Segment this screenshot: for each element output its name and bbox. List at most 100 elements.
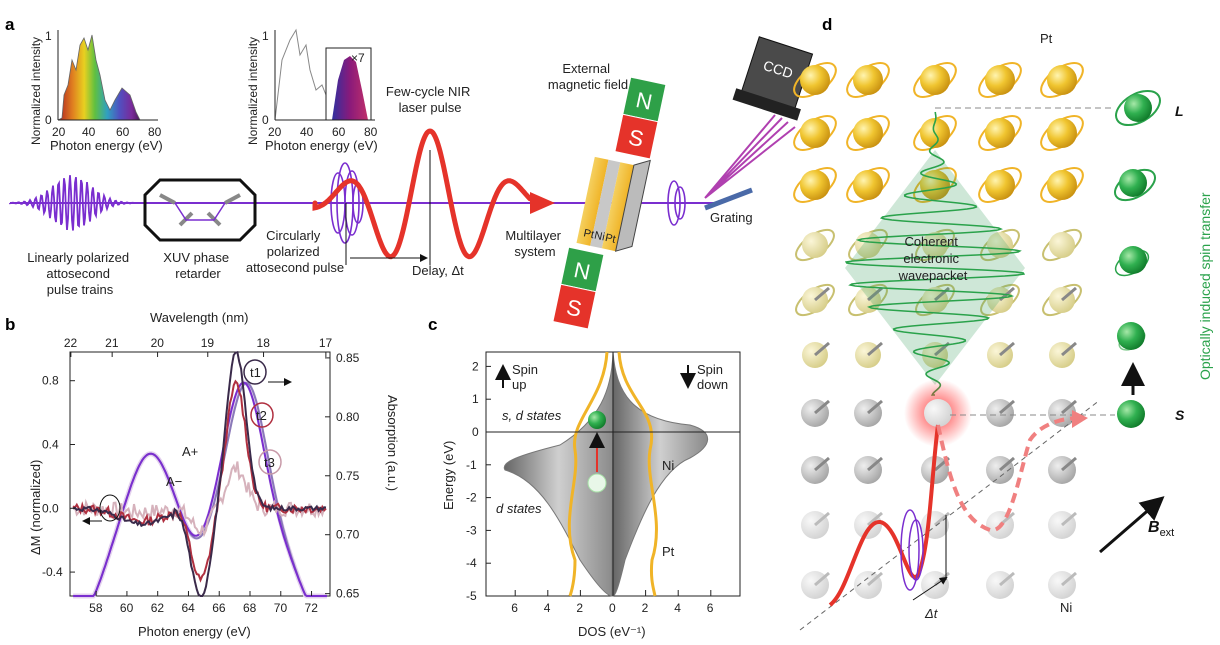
atom	[853, 170, 883, 200]
panel-c-xlabel: DOS (eV⁻¹)	[578, 624, 646, 639]
s2-xtick-40: 40	[300, 125, 314, 139]
nir-label: Few-cycle NIR laser pulse	[386, 84, 474, 115]
grating	[704, 187, 753, 211]
green-ball-3	[1119, 246, 1147, 274]
pt-label: Pt	[662, 544, 675, 559]
absorption-envelope	[73, 380, 327, 599]
atom	[853, 65, 883, 95]
spectrum-2-inset-fill	[332, 56, 368, 120]
atom	[802, 232, 828, 258]
dt-arrow	[912, 576, 948, 601]
c-ytick-label: -5	[466, 589, 477, 603]
b-xtick-label: 62	[151, 601, 165, 615]
c-xtick-label: 2	[642, 601, 649, 615]
spin-arrow	[999, 399, 1015, 415]
panel-b-curves	[72, 350, 327, 599]
b-xtick-label: 58	[89, 601, 103, 615]
b-ytick-right-label: 0.85	[336, 351, 360, 365]
atom	[985, 118, 1015, 148]
panel-d: Coherent electronic wavepacket Δt Pt Ni …	[793, 31, 1213, 631]
dt-label: Δt	[924, 606, 939, 621]
spin-arrow	[867, 341, 883, 357]
s2-ytick-1: 1	[262, 29, 269, 43]
legend-t1: t1	[250, 365, 261, 380]
b-ytick-right-label: 0.80	[336, 410, 360, 424]
d-states-label: d states	[496, 501, 542, 516]
inset-scale-label: ×7	[351, 51, 365, 65]
s1-xtick-80: 80	[148, 125, 162, 139]
nir-field-path	[828, 424, 940, 607]
orbit-L	[1115, 89, 1161, 127]
multilayer-label: Multilayer system	[505, 228, 564, 259]
retarder-mirror-1	[159, 193, 176, 205]
legend-aminus: A−	[166, 474, 182, 489]
green-ball-1	[1124, 94, 1152, 122]
green-ball-4	[1117, 322, 1145, 350]
panel-b-top-xlabel: Wavelength (nm)	[150, 310, 249, 325]
magnet-top-n: N	[634, 87, 655, 115]
panel-label-b: b	[5, 315, 15, 334]
b-xtick-label: 64	[181, 601, 195, 615]
spin-arrow	[1061, 511, 1077, 527]
b-ytick-right-label: 0.70	[336, 528, 360, 542]
b-xtick-label: 68	[243, 601, 257, 615]
b-xtick-label: 72	[305, 601, 319, 615]
b-ytick-label: 0.8	[42, 374, 59, 388]
c-xtick-label: 4	[674, 601, 681, 615]
b-ytick-label: 0.4	[42, 437, 59, 451]
s1-xlabel: Photon energy (eV)	[50, 138, 163, 153]
b-xtick-label: 60	[120, 601, 134, 615]
c-ytick-label: -2	[466, 491, 477, 505]
d-helix	[900, 509, 920, 591]
s1-ytick-1: 1	[45, 29, 52, 43]
legend-aplus: A+	[182, 444, 198, 459]
spin-arrow	[814, 399, 830, 415]
legend-t3-circle	[258, 449, 282, 475]
layer-ni: Ni	[593, 230, 606, 244]
panel-label-c: c	[428, 315, 437, 334]
c-ytick-label: 1	[472, 392, 479, 406]
panel-label-a: a	[5, 15, 15, 34]
bext-label: Bext	[1148, 519, 1174, 539]
spectrum-inset-1: 1 0 20 40 60 80 Normalized intensity Pho…	[29, 29, 163, 153]
panel-c-ylabel: Energy (eV)	[441, 441, 456, 510]
d-helix-2	[908, 519, 924, 581]
multilayer-sample: Pt Ni Pt	[576, 156, 651, 252]
field-label: External magnetic field	[548, 61, 628, 92]
b-toptick-label: 21	[105, 336, 119, 350]
S-label: S	[1175, 407, 1185, 423]
nir-field-arrow	[1072, 410, 1088, 428]
b-toptick-label: 19	[201, 336, 215, 350]
ni-label: Ni	[662, 458, 674, 473]
transmitted-helix	[667, 180, 681, 226]
absorption-aplus	[73, 381, 327, 597]
hole	[587, 473, 607, 493]
nir-field-dashed	[936, 416, 1081, 533]
spin-transfer-column	[1114, 89, 1161, 428]
b-toptick-label: 17	[319, 336, 333, 350]
spin-arrow	[934, 286, 950, 302]
c-ytick-label: 0	[472, 425, 479, 439]
atom	[1047, 170, 1077, 200]
dm-t2	[72, 379, 327, 583]
s2-xtick-20: 20	[268, 125, 282, 139]
wavepacket-label: Coherent electronic wavepacket	[898, 234, 968, 283]
diffracted-beams	[704, 114, 796, 199]
legend-t2: t2	[256, 408, 267, 423]
c-xtick-label: 4	[544, 601, 551, 615]
excited-electron	[588, 411, 606, 429]
dm-t1	[72, 350, 327, 597]
spin-arrow	[1061, 456, 1077, 472]
pulse-trains-label: Linearly polarized attosecond pulse trai…	[27, 250, 133, 297]
s2-xtick-60: 60	[332, 125, 346, 139]
wavepacket-oscillation	[844, 111, 1026, 396]
panel-b-ylabel-left: ΔM (normalized)	[28, 460, 43, 555]
layer-pt-1: Pt	[582, 227, 595, 241]
b-ytick-label: -0.4	[42, 565, 63, 579]
green-ball-2	[1119, 169, 1147, 197]
delay-label: Delay, Δt	[412, 263, 464, 278]
b-ytick-label: 0.0	[42, 501, 59, 515]
legend-t2-circle	[250, 402, 274, 428]
